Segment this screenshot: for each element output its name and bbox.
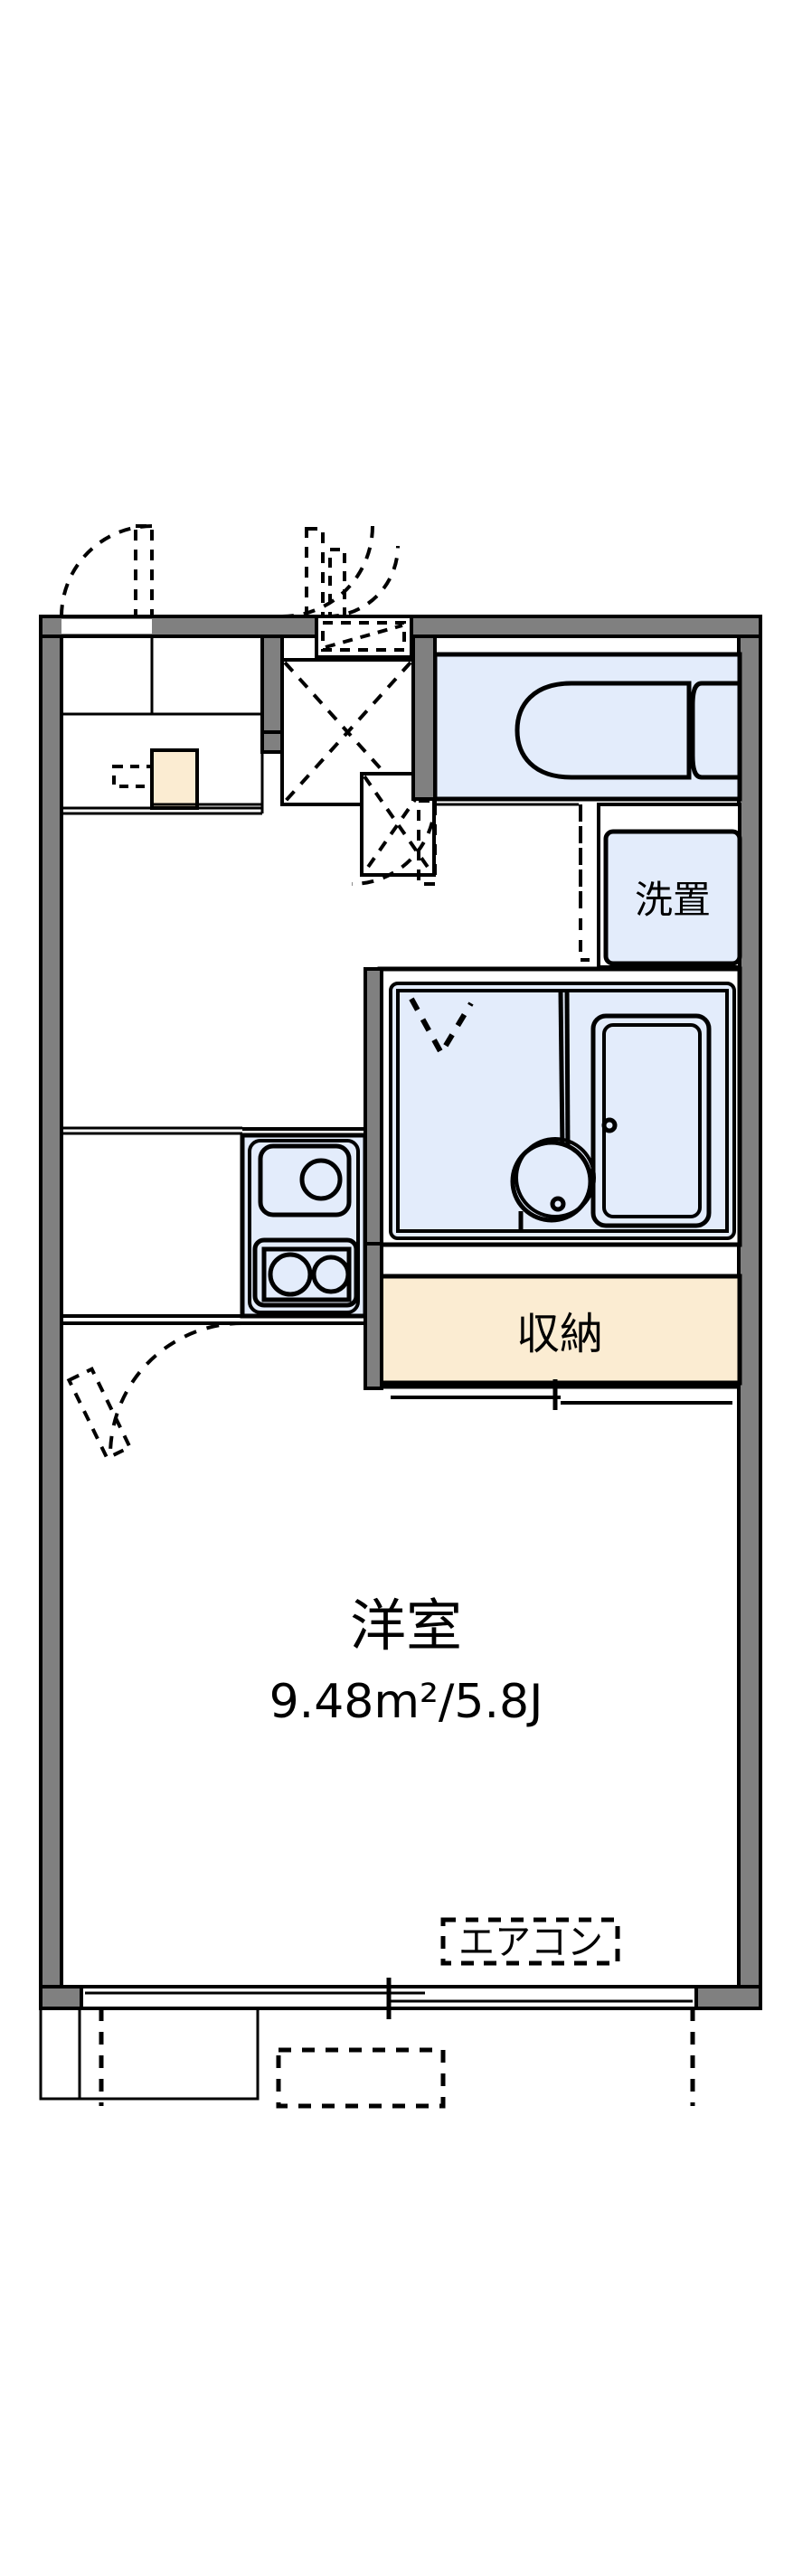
burner-left-icon [268,1252,313,1297]
wall-storage-left [364,1242,383,1390]
overhead-shelf-entrance [112,765,154,788]
aircon-label: エアコン [458,1922,603,1963]
two-burner-stove-fixture [252,1237,359,1308]
wall-bottom-left-stub [39,1985,83,2010]
closet-door-arcs [281,525,400,618]
washer-space: 洗置 [597,803,742,969]
toilet-room-walls [411,635,437,801]
overhead-shelf-closet [315,615,413,659]
entrance-door [60,524,154,618]
kitchen-sink-fixture [258,1143,352,1217]
structural-walls [39,615,762,2010]
sink-drain-icon [299,1158,343,1201]
main-room-door [66,1321,243,1461]
wall-toilet-left [411,635,437,801]
main-room-area-label: 9.48m²/5.8J [269,1675,543,1729]
bathtub-fixture [590,1013,712,1228]
wall-kitchen-right [364,967,383,1246]
storage-closet-label: 収納 [516,1309,603,1359]
storage-closet: 収納 [377,1274,742,1410]
toilet-fixture [515,681,742,780]
burner-right-icon [311,1255,351,1294]
bath-folding-door [409,997,474,1059]
shoe-cabinet [150,748,199,810]
main-room-boundary [61,1126,365,1325]
aircon-annotation: エアコン [440,1917,620,1966]
main-room-name-label: 洋室 [350,1593,462,1659]
balcony-sliding-window [80,1978,698,2019]
corridor-lines [152,796,740,806]
wall-bottom-right-stub [694,1985,762,2010]
entrance-doorway [61,616,152,637]
balcony [39,2008,695,2109]
wall-right-exterior [737,615,762,2010]
washer-space-label: 洗置 [635,878,711,922]
kitchen-partition-wall [364,967,383,1246]
room-partition-walls [364,1242,383,1390]
wall-left-exterior [39,615,63,2010]
washbasin-fixture [510,990,596,1231]
